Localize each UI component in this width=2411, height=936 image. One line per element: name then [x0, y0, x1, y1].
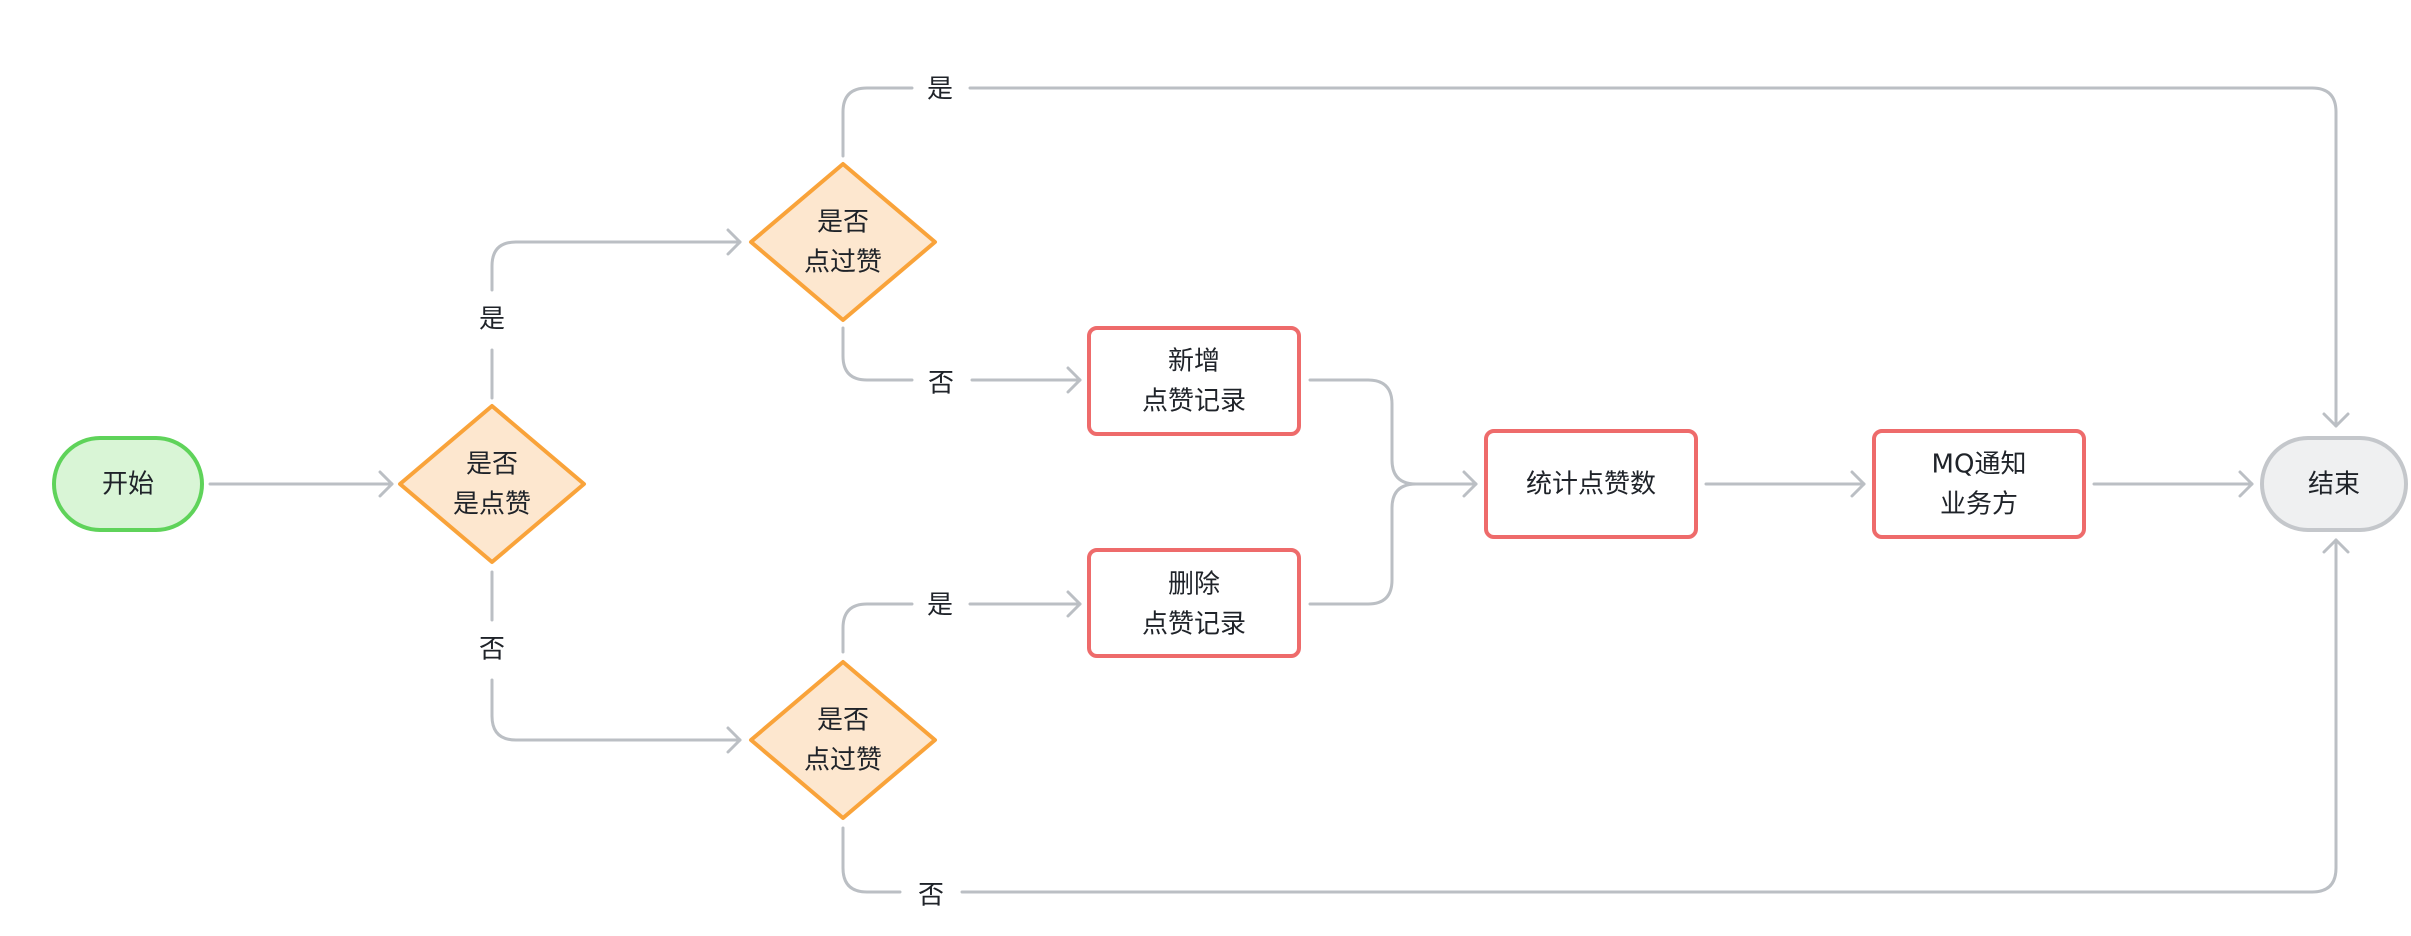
edge-label-top-yes: 是	[927, 75, 953, 105]
start-node[interactable]: 开始	[52, 436, 204, 532]
edge-label-top-no: 否	[928, 369, 954, 399]
process-mq-notify[interactable]: MQ通知 业务方	[1872, 429, 2086, 539]
decision-liked-before-top-line1: 是否	[817, 208, 869, 238]
end-label: 结束	[2308, 470, 2360, 500]
arrowhead	[726, 228, 742, 256]
process-add-like-record[interactable]: 新增 点赞记录	[1087, 326, 1301, 436]
process-delete-like-record-line2: 点赞记录	[1142, 610, 1246, 640]
arrowhead	[726, 726, 742, 754]
decision-liked-before-top-line2: 点过赞	[804, 248, 882, 278]
edge-label-bottom-no: 否	[918, 881, 944, 911]
arrowhead	[1850, 470, 1866, 498]
decision-liked-before-bottom-line2: 点过赞	[804, 746, 882, 776]
process-delete-like-record-line1: 删除	[1168, 570, 1220, 600]
process-count-likes[interactable]: 统计点赞数	[1484, 429, 1698, 539]
process-mq-notify-line2: 业务方	[1940, 490, 2018, 520]
edge-main-no-to-bottom	[490, 678, 742, 742]
decision-is-like-line1: 是否	[466, 450, 518, 480]
process-delete-like-record[interactable]: 删除 点赞记录	[1087, 548, 1301, 658]
process-mq-notify-shape	[1872, 429, 2086, 539]
arrowhead	[2322, 412, 2350, 428]
decision-liked-before-top-shape	[749, 162, 937, 322]
edge-main-yes-to-top	[490, 240, 742, 292]
edge-bottom-yes	[841, 602, 914, 654]
decision-liked-before-bottom-shape	[749, 660, 937, 820]
edge-add-to-count	[1308, 378, 1418, 486]
edge-label-main-yes: 是	[479, 305, 505, 335]
decision-liked-before-bottom-line1: 是否	[817, 706, 869, 736]
decision-liked-before-bottom[interactable]: 是否 点过赞	[749, 660, 937, 820]
end-shape	[2260, 436, 2408, 532]
start-shape	[52, 436, 204, 532]
process-mq-notify-line1: MQ通知	[1932, 450, 2027, 480]
decision-liked-before-top[interactable]: 是否 点过赞	[749, 162, 937, 322]
edge-label-main-no: 否	[479, 635, 505, 665]
edge-label-bottom-yes: 是	[927, 591, 953, 621]
process-count-likes-label: 统计点赞数	[1526, 470, 1656, 500]
arrowhead	[1462, 470, 1478, 498]
decision-is-like[interactable]: 是否 是点赞	[398, 404, 586, 564]
arrowhead	[378, 470, 394, 498]
end-node[interactable]: 结束	[2260, 436, 2408, 532]
edge-bottom-no	[841, 826, 902, 894]
arrowhead	[1066, 590, 1082, 618]
process-add-like-record-line2: 点赞记录	[1142, 387, 1246, 417]
edge-top-yes	[841, 86, 914, 158]
process-add-like-record-line1: 新增	[1168, 347, 1220, 377]
edge-top-yes-to-end	[968, 86, 2338, 428]
edge-top-no	[841, 326, 914, 382]
start-label: 开始	[102, 470, 154, 500]
decision-is-like-line2: 是点赞	[453, 490, 531, 520]
process-delete-like-record-shape	[1087, 548, 1301, 658]
arrowhead	[1066, 366, 1082, 394]
arrowhead	[2238, 470, 2254, 498]
edge-delete-to-count	[1308, 482, 1418, 606]
edge-bottom-no-to-end	[960, 538, 2338, 894]
process-add-like-record-shape	[1087, 326, 1301, 436]
process-count-likes-shape	[1484, 429, 1698, 539]
arrowhead	[2322, 538, 2350, 554]
decision-is-like-shape	[398, 404, 586, 564]
